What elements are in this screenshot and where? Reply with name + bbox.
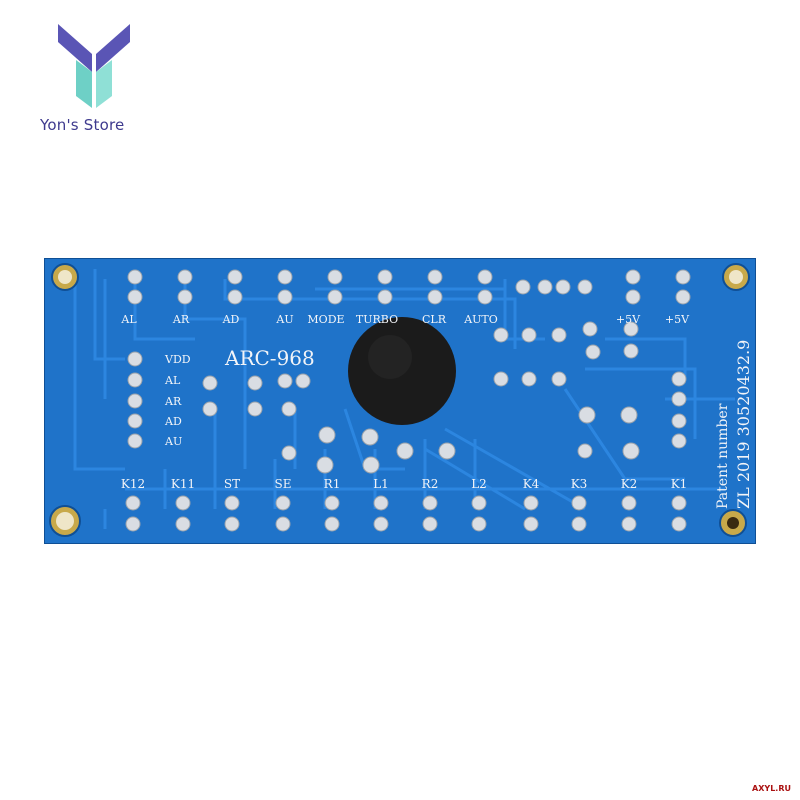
- pin-label: AR: [172, 313, 190, 326]
- pin-label: AU: [275, 313, 293, 326]
- solder-pad: [227, 269, 243, 285]
- pin-label: K3: [571, 477, 588, 491]
- pin-label: SE: [275, 477, 292, 491]
- component-pads: [202, 279, 687, 474]
- bottom-pin-labels: K12 K11 ST SE R1 L1 R2 L2 K4 K3 K2 K1: [121, 477, 687, 491]
- solder-pad: [277, 289, 293, 305]
- solder-pad: [127, 289, 143, 305]
- solder-pad: [671, 495, 687, 511]
- top-pin-labels: AL AR AD AU MODE TURBO CLR AUTO +5V +5V: [120, 313, 690, 326]
- solder-pad: [175, 516, 191, 532]
- solder-pad: [571, 495, 587, 511]
- store-name: Yon's Store: [40, 116, 125, 134]
- solder-pad: [175, 495, 191, 511]
- solder-pad: [127, 413, 143, 429]
- solder-pad: [621, 516, 637, 532]
- solder-pad: [373, 516, 389, 532]
- pin-label: K12: [121, 477, 145, 491]
- pcb-board: ARC-968 Patent number ZL 2019 30520432.9…: [44, 258, 756, 544]
- solder-pad: [127, 393, 143, 409]
- pin-label: AU: [164, 435, 182, 448]
- patent-number-label: ZL 2019 30520432.9: [734, 340, 753, 509]
- pin-label: AL: [164, 374, 181, 387]
- solder-pad: [377, 289, 393, 305]
- pin-label: AL: [120, 313, 137, 326]
- pin-label: AD: [222, 313, 240, 326]
- pin-label: +5V: [665, 313, 690, 326]
- left-connector-pads: [127, 351, 143, 449]
- pin-label: TURBO: [356, 313, 398, 326]
- pin-label: ST: [224, 477, 240, 491]
- solder-pad: [675, 289, 691, 305]
- solder-pad: [377, 269, 393, 285]
- solder-pad: [125, 495, 141, 511]
- solder-pad: [224, 516, 240, 532]
- solder-pad: [625, 269, 641, 285]
- patent-label: Patent number: [715, 403, 731, 509]
- store-logo: Yon's Store: [40, 20, 150, 140]
- pcb-artwork: ARC-968 Patent number ZL 2019 30520432.9…: [49, 263, 753, 537]
- solder-pad: [671, 516, 687, 532]
- solder-pad: [621, 495, 637, 511]
- solder-pad: [625, 289, 641, 305]
- solder-pad: [523, 516, 539, 532]
- solder-pad: [477, 269, 493, 285]
- pin-label: CLR: [422, 313, 447, 326]
- solder-pad: [523, 495, 539, 511]
- pin-label: AD: [164, 415, 182, 428]
- pin-label: K2: [621, 477, 638, 491]
- solder-pad: [327, 289, 343, 305]
- pin-label: MODE: [307, 313, 344, 326]
- solder-pad: [177, 289, 193, 305]
- solder-pad: [224, 495, 240, 511]
- pin-label: L1: [373, 477, 389, 491]
- solder-pad: [427, 269, 443, 285]
- solder-pad: [275, 495, 291, 511]
- watermark: AXYL.RU: [749, 783, 794, 794]
- pin-label: VDD: [164, 353, 191, 366]
- solder-pad: [127, 351, 143, 367]
- pin-label: K1: [671, 477, 688, 491]
- solder-pad: [277, 269, 293, 285]
- solder-pad: [373, 495, 389, 511]
- pin-label: R1: [324, 477, 341, 491]
- pin-label: AUTO: [463, 313, 498, 326]
- pin-label: K4: [523, 477, 540, 491]
- top-connector-pads: [127, 269, 691, 305]
- solder-pad: [422, 495, 438, 511]
- solder-pad: [675, 269, 691, 285]
- pin-label: R2: [422, 477, 439, 491]
- pin-label: +5V: [616, 313, 641, 326]
- left-pin-labels: VDD AL AR AD AU: [164, 353, 191, 448]
- solder-pad: [427, 289, 443, 305]
- board-model-label: ARC-968: [224, 346, 315, 370]
- solder-pad: [127, 433, 143, 449]
- solder-pad: [227, 289, 243, 305]
- solder-pad: [327, 269, 343, 285]
- bottom-connector-pads: [125, 495, 687, 532]
- solder-pad: [127, 269, 143, 285]
- pin-label: L2: [471, 477, 487, 491]
- solder-pad: [571, 516, 587, 532]
- pin-label: AR: [164, 395, 182, 408]
- solder-pad: [471, 516, 487, 532]
- solder-pad: [422, 516, 438, 532]
- solder-pad: [177, 269, 193, 285]
- solder-pad: [275, 516, 291, 532]
- solder-pad: [127, 372, 143, 388]
- solder-pad: [125, 516, 141, 532]
- solder-pad: [471, 495, 487, 511]
- pin-label: K11: [171, 477, 195, 491]
- solder-pad: [324, 495, 340, 511]
- solder-pad: [324, 516, 340, 532]
- mounting-holes: [49, 263, 750, 537]
- store-logo-mark-icon: [58, 24, 130, 108]
- solder-pad: [477, 289, 493, 305]
